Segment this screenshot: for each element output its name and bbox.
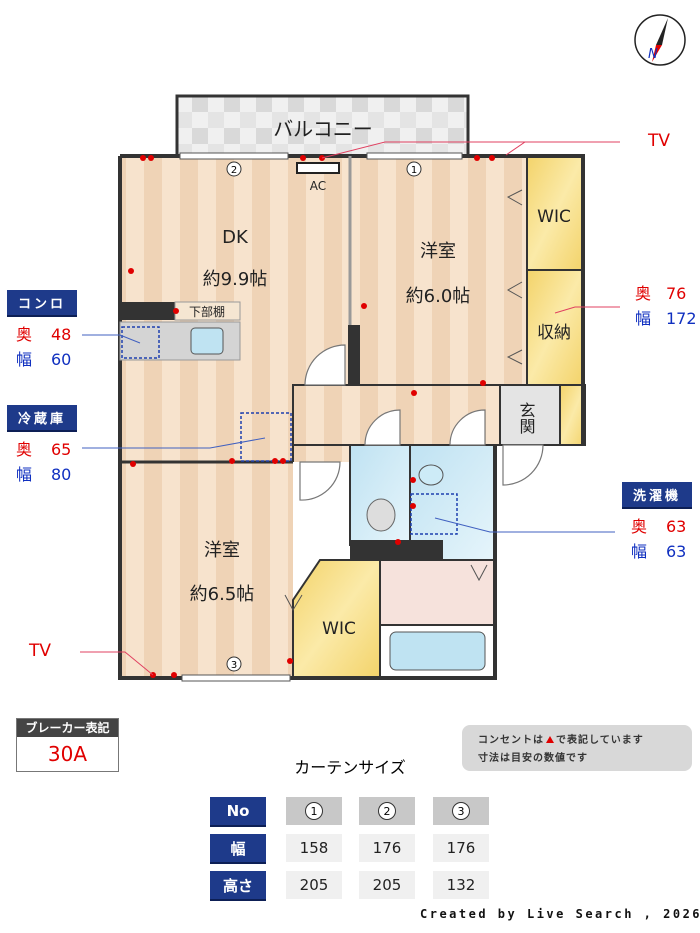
western-room-2 (120, 462, 293, 678)
wall-block (350, 540, 443, 560)
svg-text:N: N (648, 47, 658, 62)
dk-size: 約9.9帖 (203, 269, 268, 290)
window-marker-1: 1 (406, 161, 422, 177)
window-marker-3: 3 (226, 656, 242, 672)
washer-tag: 洗濯機 (622, 482, 692, 509)
curtain-width-1: 158 (286, 834, 342, 862)
western-room-1 (350, 156, 527, 385)
svg-text:2: 2 (231, 165, 237, 176)
note-box: コンセントは で表記しています 寸法は目安の数値です (462, 725, 692, 771)
room1-size: 約6.0帖 (406, 286, 471, 307)
room2-label: 洋室 (204, 540, 240, 561)
toilet-icon (366, 498, 396, 532)
tv-label-top: TV (648, 131, 671, 151)
svg-text:3: 3 (231, 660, 237, 671)
curtain-no-3: 3 (433, 797, 489, 825)
outlet-markers (128, 155, 495, 678)
closet-door-marks (284, 189, 523, 612)
basin-icon (418, 464, 444, 486)
dressing-area (379, 559, 496, 626)
sink-icon (190, 327, 224, 355)
row-header-height: 高さ (210, 871, 266, 901)
row-header-no: No (210, 797, 266, 827)
lower-shelf-label: 下部棚 (189, 304, 225, 319)
compass-north-icon: N (634, 14, 686, 66)
curtain-width-2: 176 (359, 834, 415, 862)
curtain-no-2: 2 (359, 797, 415, 825)
curtain-height-2: 205 (359, 871, 415, 899)
room2-size: 約6.5帖 (190, 584, 255, 605)
breaker-box: ブレーカー表記 30A (16, 718, 119, 772)
entrance-label: 玄関 (517, 402, 536, 435)
tv-label-bottom: TV (29, 641, 52, 661)
breaker-value: 30A (47, 742, 88, 766)
window-marker-2: 2 (226, 161, 242, 177)
storage-label: 収納 (537, 323, 571, 343)
dk-label: DK (222, 227, 249, 248)
bathtub-icon (389, 631, 486, 671)
curtain-height-1: 205 (286, 871, 342, 899)
balcony-label: バルコニー (273, 117, 373, 141)
note-text: コンセントは (478, 735, 544, 746)
door-swings (299, 344, 544, 501)
callout-lines (80, 141, 620, 676)
note-text: 寸法は目安の数値です (478, 753, 588, 764)
note-text: で表記しています (556, 735, 644, 746)
curtain-width-3: 176 (433, 834, 489, 862)
ac-unit (296, 162, 340, 174)
stove-tag: コンロ (7, 290, 77, 317)
curtain-height-3: 132 (433, 871, 489, 899)
breaker-label: ブレーカー表記 (17, 719, 118, 737)
fridge-tag: 冷蔵庫 (7, 405, 77, 432)
curtain-no-1: 1 (286, 797, 342, 825)
ac-label: AC (310, 179, 326, 193)
outlet-icon (546, 736, 554, 743)
shoe-cabinet (559, 384, 586, 446)
svg-text:1: 1 (411, 165, 417, 176)
wic2-label: WIC (322, 619, 356, 639)
row-header-width: 幅 (210, 834, 266, 864)
balcony (175, 94, 470, 158)
wic1-label: WIC (537, 207, 571, 227)
curtain-title: カーテンサイズ (294, 758, 406, 777)
room1-label: 洋室 (420, 241, 456, 262)
credit-text: Created by Live Search , 2026/1 (420, 907, 700, 921)
